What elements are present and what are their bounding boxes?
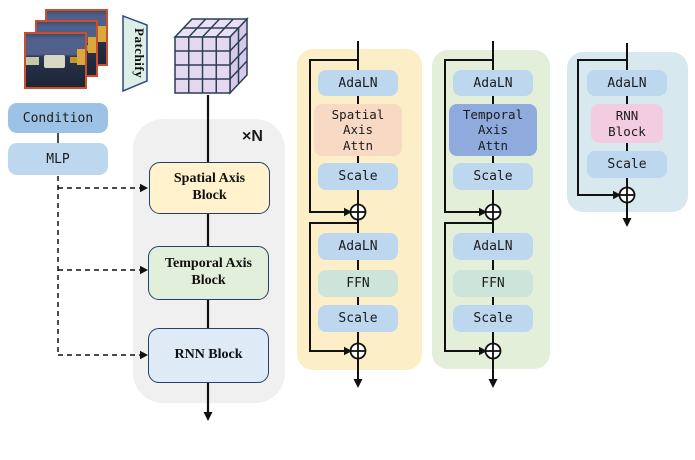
spatial-ffn-box: FFN <box>318 270 398 297</box>
mlp-box: MLP <box>8 143 108 175</box>
spatial-attn-box: Spatial Axis Attn <box>314 104 402 156</box>
spatial-adaln-box: AdaLN <box>318 70 398 96</box>
rnn-scale-box: Scale <box>587 151 667 178</box>
conditioning-dashed-rail <box>57 176 141 356</box>
temporal-scale2-box: Scale <box>453 305 533 332</box>
input-frame-front <box>24 32 87 89</box>
temporal-axis-block: Temporal Axis Block <box>148 246 269 300</box>
temporal-adaln-box: AdaLN <box>453 70 533 96</box>
spatial-axis-block: Spatial Axis Block <box>149 162 270 214</box>
temporal-scale-box: Scale <box>453 163 533 190</box>
repeat-count-label: ×N <box>242 128 263 145</box>
main-flow-arrowhead <box>203 412 213 421</box>
token-cube-icon <box>173 17 249 95</box>
spatial-scale-box: Scale <box>318 163 398 190</box>
spatial-scale2-box: Scale <box>318 305 398 332</box>
rnn-block: RNN Block <box>148 328 269 383</box>
patchify-label: Patchify <box>132 28 147 79</box>
spatial-adaln2-box: AdaLN <box>318 233 398 260</box>
rnn-adaln-box: AdaLN <box>587 70 667 96</box>
condition-box: Condition <box>8 103 108 133</box>
temporal-ffn-box: FFN <box>453 270 533 297</box>
rnn-inner-block-box: RNN Block <box>591 104 663 143</box>
temporal-adaln2-box: AdaLN <box>453 233 533 260</box>
temporal-attn-box: Temporal Axis Attn <box>449 104 537 156</box>
